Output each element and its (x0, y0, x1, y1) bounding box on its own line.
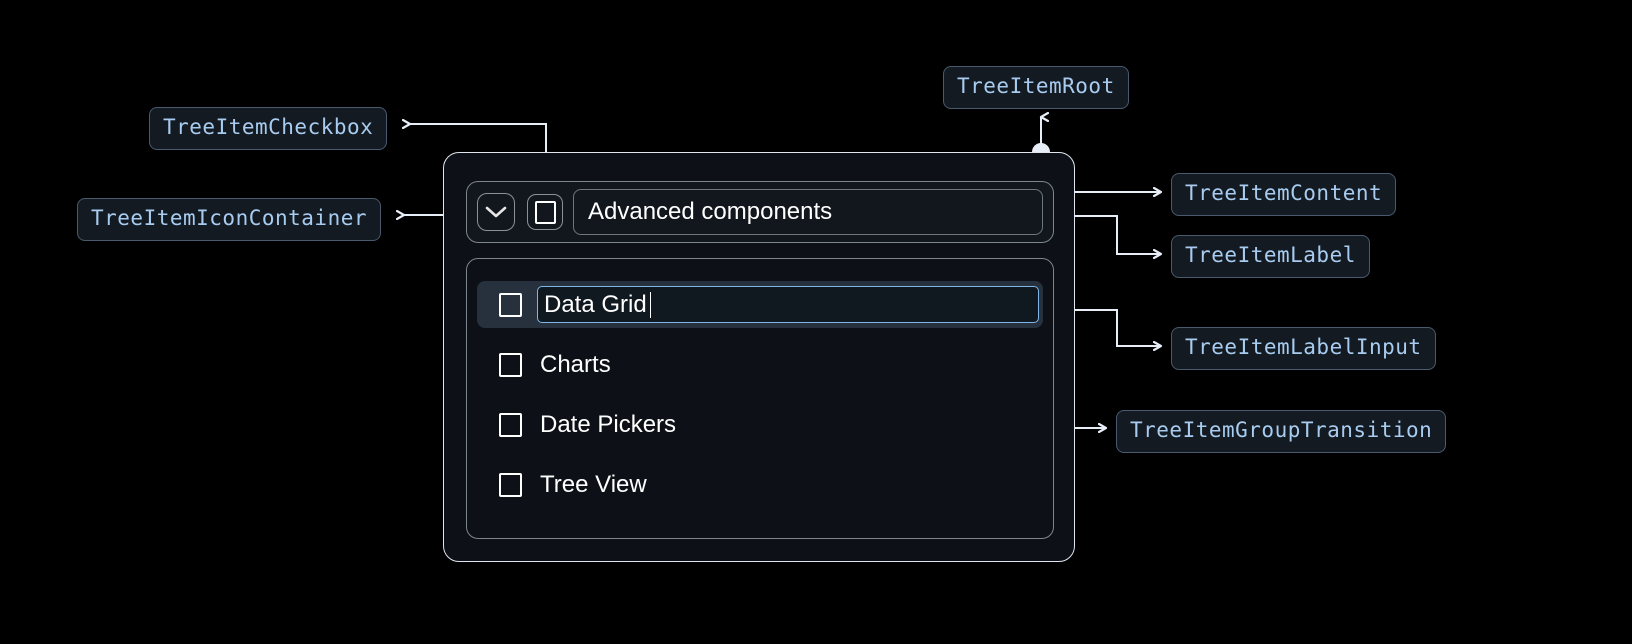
tree-item-group-transition: Data Grid Charts Date Pickers Tree View (466, 258, 1054, 539)
annotation-chip-treeitemlabel: TreeItemLabel (1171, 235, 1370, 278)
tree-item-label: Tree View (540, 470, 647, 498)
checkbox-box-icon (534, 200, 556, 224)
tree-item-content[interactable]: Advanced components (466, 181, 1054, 243)
annotation-chip-treeitemcheckbox: TreeItemCheckbox (149, 107, 388, 150)
tree-item-checkbox[interactable] (527, 194, 563, 230)
chevron-down-icon (485, 206, 507, 218)
tree-row-tree-view[interactable]: Tree View (477, 461, 1043, 508)
label-input-value: Data Grid (544, 290, 647, 318)
tree-item-label[interactable]: Advanced components (573, 189, 1043, 235)
tree-item-icon-container[interactable] (477, 193, 515, 231)
annotation-chip-treeitemroot: TreeItemRoot (943, 66, 1129, 109)
tree-item-checkbox[interactable] (499, 292, 522, 317)
tree-item-label: Charts (540, 350, 611, 378)
text-caret (649, 291, 652, 318)
tree-row-date-pickers[interactable]: Date Pickers (477, 401, 1043, 448)
annotation-chip-treeitemcontent: TreeItemContent (1171, 173, 1397, 216)
tree-item-root[interactable]: Advanced components Data Grid Charts Dat… (443, 152, 1075, 562)
tree-row-data-grid[interactable]: Data Grid (477, 281, 1043, 328)
annotation-chip-treeitemlabelinput: TreeItemLabelInput (1171, 327, 1436, 370)
tree-item-checkbox[interactable] (499, 472, 522, 497)
tree-row-charts[interactable]: Charts (477, 341, 1043, 388)
annotation-chip-treeitemgrouptransition: TreeItemGroupTransition (1116, 410, 1447, 453)
tree-item-label: Date Pickers (540, 410, 677, 438)
tree-item-label-input[interactable]: Data Grid (537, 286, 1039, 323)
tree-item-checkbox[interactable] (499, 352, 522, 377)
tree-item-checkbox[interactable] (499, 412, 522, 437)
annotation-chip-treeitemiconcontainer: TreeItemIconContainer (77, 198, 382, 241)
